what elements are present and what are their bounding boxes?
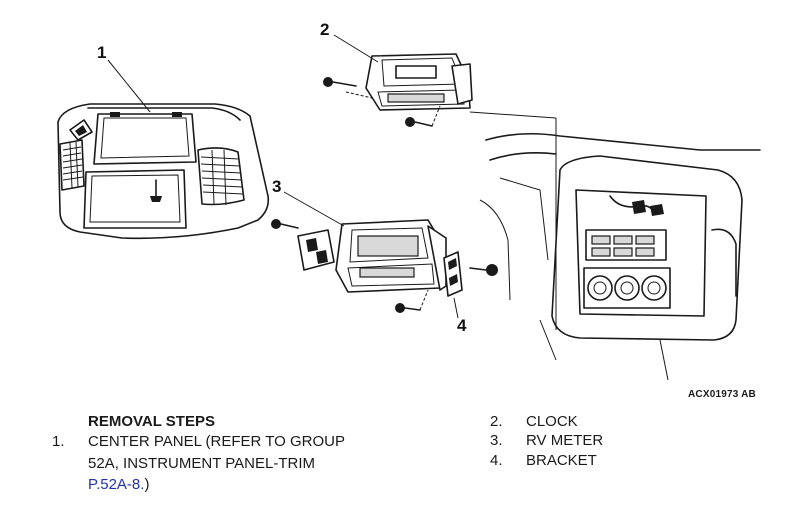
removal-steps-heading: REMOVAL STEPS bbox=[88, 413, 215, 430]
clock-drawing bbox=[323, 34, 473, 127]
rv-meter-drawing bbox=[271, 191, 447, 313]
step-1-number: 1. bbox=[52, 433, 65, 450]
step-1-line-2: 52A, INSTRUMENT PANEL-TRIM bbox=[88, 455, 315, 472]
step-1-line-3: P.52A-8.) bbox=[88, 476, 149, 494]
step-4-label: BRACKET bbox=[526, 452, 597, 469]
callout-4: 4 bbox=[457, 316, 467, 335]
callout-3: 3 bbox=[272, 177, 281, 196]
callout-2: 2 bbox=[320, 20, 329, 39]
center-panel-drawing bbox=[57, 59, 270, 240]
step-3-label: RV METER bbox=[526, 432, 604, 449]
exploded-parts-diagram: 1 2 3 4 bbox=[57, 20, 761, 381]
dashboard-context-drawing bbox=[469, 111, 761, 381]
diagram-reference-code: ACX01973 AB bbox=[688, 389, 756, 400]
step-1-line-1: CENTER PANEL (REFER TO GROUP bbox=[88, 433, 345, 450]
step-2-label: CLOCK bbox=[526, 413, 578, 430]
step-1-reference-link[interactable]: P.52A-8. bbox=[88, 476, 145, 493]
bracket-drawing bbox=[443, 251, 498, 319]
step-3-number: 3. bbox=[490, 432, 503, 449]
step-4-number: 4. bbox=[490, 452, 503, 469]
step-2-number: 2. bbox=[490, 413, 503, 430]
step-1-closing: ) bbox=[144, 476, 150, 493]
callout-1: 1 bbox=[97, 43, 106, 62]
